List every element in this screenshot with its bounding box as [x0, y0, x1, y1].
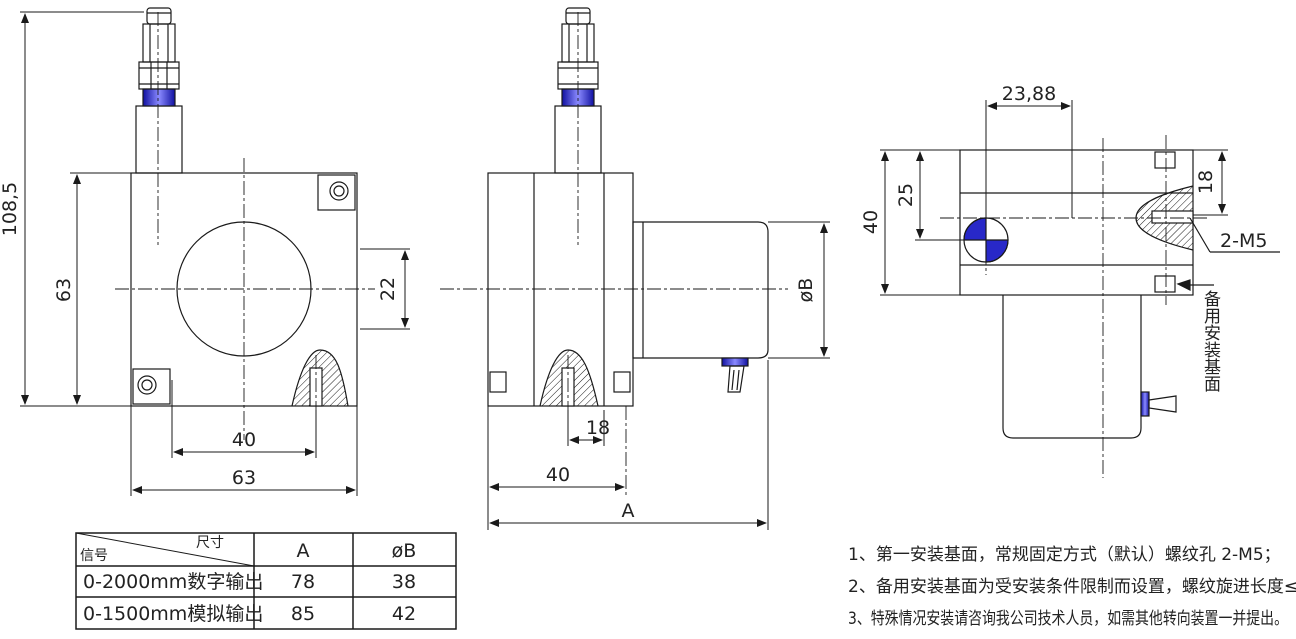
dim-hole-spacing-v: 22 [377, 277, 399, 301]
side-view [440, 7, 788, 495]
dim-hole-spacing-h: 40 [232, 429, 256, 451]
dim-side-40: 40 [546, 464, 570, 486]
mount-surface-label: 备用安装基面 [1200, 290, 1221, 392]
front-blue-band [142, 88, 176, 107]
side-connector [721, 357, 749, 367]
front-view [115, 7, 375, 440]
note-2: 2、备用安装基面为受安装条件限制而设置，螺纹旋进长度≤6mm； [848, 577, 1296, 597]
side-dimensions [487, 221, 830, 530]
table-row-1-a: 78 [291, 571, 315, 593]
note-3: 3、特殊情况安装请咨询我公司技术人员，如需其他转向装置一并提出。 [848, 609, 1288, 629]
front-nut [138, 61, 180, 90]
dim-right-18: 18 [1195, 170, 1217, 194]
table-row-2-a: 85 [291, 603, 315, 625]
front-rod [142, 23, 176, 63]
table-col-a: A [297, 540, 310, 562]
note-1: 1、第一安装基面，常规固定方式（默认）螺纹孔 2-M5； [848, 545, 1281, 565]
dim-width-body: 63 [232, 467, 256, 489]
table-col-b: øB [392, 540, 417, 562]
table-header-size: 尺寸 [196, 535, 224, 551]
dim-diameter-b: øB [795, 278, 817, 303]
table-row-2-label: 0-1500mm模拟输出 [83, 603, 263, 625]
dim-height-total: 108,5 [0, 182, 21, 236]
spec-table [75, 532, 457, 630]
side-motor-housing [632, 221, 769, 359]
right-dimensions [880, 100, 1228, 296]
table-row-1-label: 0-2000mm数字输出 [83, 571, 263, 593]
right-connector [1140, 391, 1150, 417]
front-shaft-tube [135, 105, 183, 174]
dim-right-23-88: 23,88 [1002, 83, 1056, 105]
dim-side-18: 18 [586, 417, 610, 439]
right-view [940, 135, 1280, 478]
dim-right-25: 25 [895, 183, 917, 207]
front-hole-top-right [329, 181, 349, 201]
right-motor-housing [1002, 295, 1142, 439]
front-hole-bottom-left [137, 375, 157, 395]
table-header-signal: 信号 [80, 548, 108, 564]
front-dimensions [20, 11, 410, 496]
table-row-2-b: 42 [392, 603, 416, 625]
table-row-1-b: 38 [392, 571, 416, 593]
front-cap [146, 7, 172, 25]
dim-right-40: 40 [860, 210, 882, 234]
dim-thread: 2-M5 [1220, 230, 1267, 252]
dim-height-body: 63 [53, 278, 75, 302]
dim-side-a: A [622, 500, 635, 522]
